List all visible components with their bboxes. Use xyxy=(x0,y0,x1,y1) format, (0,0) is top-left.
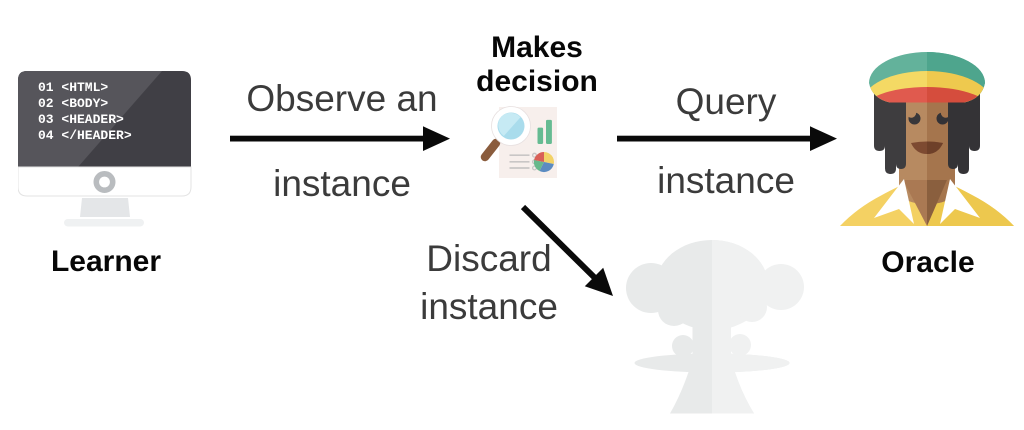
svg-text:04 </HEADER>: 04 </HEADER> xyxy=(38,128,132,143)
svg-text:01 <HTML>: 01 <HTML> xyxy=(38,80,108,95)
svg-text:03 <HEADER>: 03 <HEADER> xyxy=(38,112,124,127)
svg-text:02 <BODY>: 02 <BODY> xyxy=(38,96,108,111)
